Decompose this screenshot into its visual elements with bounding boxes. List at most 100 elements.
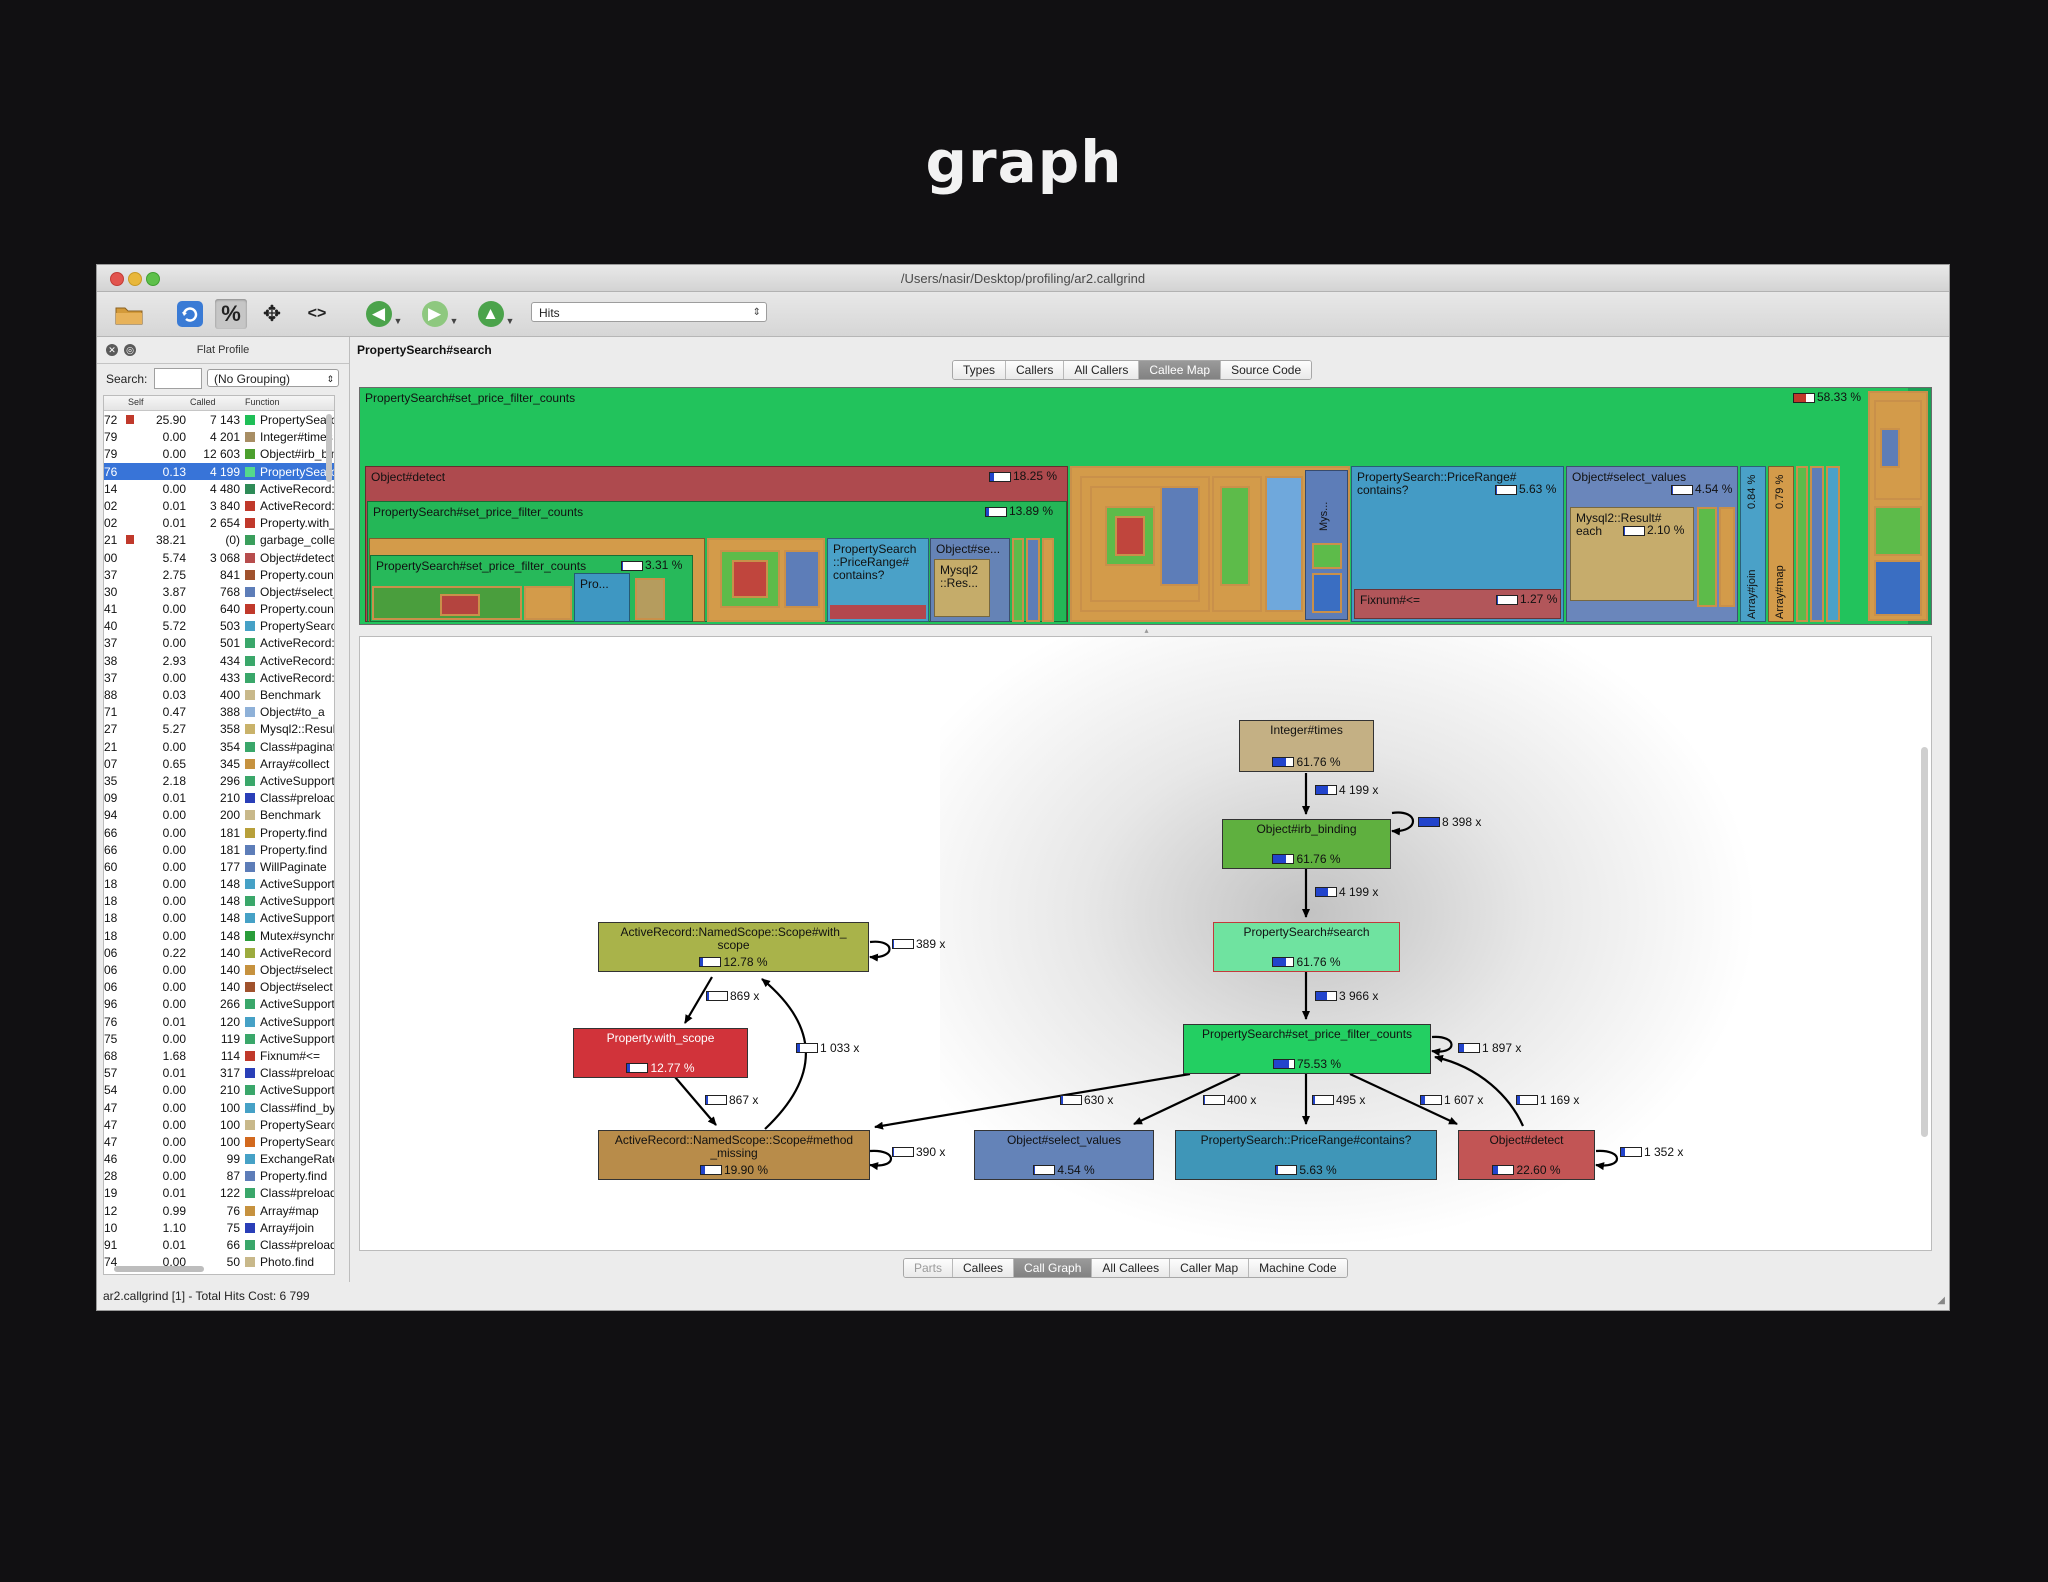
resize-grip-icon[interactable]: ◢ [1937, 1295, 1945, 1306]
edge-mm-self[interactable] [869, 1149, 892, 1171]
function-row[interactable]: 470.00100PropertySearch [104, 1116, 334, 1133]
tab-machine-code[interactable]: Machine Code [1249, 1259, 1347, 1277]
move-icon[interactable]: ✥ [262, 301, 282, 326]
tm-pro-block[interactable]: Pro... [574, 573, 630, 622]
called-column-header[interactable]: Called [190, 397, 216, 407]
tab-callee-map[interactable]: Callee Map [1139, 361, 1222, 379]
edge-pws-mm[interactable] [674, 1076, 717, 1126]
zoom-window-button[interactable] [146, 272, 160, 286]
function-column-header[interactable]: Function [245, 397, 280, 407]
node-named-scope-method-missing[interactable]: ActiveRecord::NamedScope::Scope#method _… [598, 1130, 870, 1180]
tab-types[interactable]: Types [953, 361, 1007, 379]
close-window-button[interactable] [110, 272, 124, 286]
vertical-scrollbar[interactable] [326, 414, 332, 482]
function-row[interactable]: 760.134 199PropertySearch#search [104, 462, 334, 480]
tab-callees[interactable]: Callees [953, 1259, 1015, 1277]
tm-objse-block[interactable]: Object#se... Mysql2 ::Res... [930, 538, 1010, 622]
edge-spfc-sv[interactable] [1133, 1073, 1241, 1125]
forward-button[interactable]: ▶▼ [419, 299, 461, 329]
tm-mysqleach-block[interactable]: Mysql2::Result# each 2.10 % [1570, 507, 1694, 601]
edge-spfc-mm[interactable] [874, 1072, 1191, 1130]
node-price-range-contains[interactable]: PropertySearch::PriceRange#contains?5.63… [1175, 1130, 1437, 1180]
tm-pricerange-block[interactable]: PropertySearch::PriceRange# contains? 5.… [1351, 466, 1564, 622]
edge-detect-self[interactable] [1595, 1149, 1618, 1171]
tab-callers[interactable]: Callers [1006, 361, 1065, 379]
function-row[interactable]: 470.00100PropertySearch [104, 1133, 334, 1150]
tab-all-callees[interactable]: All Callees [1092, 1259, 1171, 1277]
tm-mysql-small-block[interactable]: Mysql2 ::Res... [934, 559, 990, 617]
code-toggle-button[interactable]: <> [307, 305, 327, 322]
float-panel-icon[interactable]: ◎ [124, 344, 136, 356]
graph-vertical-scrollbar[interactable] [1921, 747, 1928, 1137]
tm-mys-block[interactable]: Mys... [1305, 470, 1348, 620]
edge-irb-self[interactable] [1391, 811, 1414, 836]
function-row[interactable]: 405.72503PropertySearch::PriceRange [104, 617, 334, 634]
tab-parts[interactable]: Parts [904, 1259, 954, 1277]
close-panel-icon[interactable]: ✕ [106, 344, 118, 356]
self-column-header[interactable]: Self [128, 397, 144, 407]
relative-percent-toggle[interactable]: % [215, 299, 247, 329]
tm-arrayjoin-block[interactable]: Array#join 0.84 % [1740, 466, 1766, 622]
tm-selectvalues-block[interactable]: Object#select_values 4.54 % Mysql2::Resu… [1566, 466, 1738, 622]
reload-button[interactable] [173, 299, 207, 329]
grouping-select[interactable]: (No Grouping)⇕ [207, 369, 339, 387]
open-folder-button[interactable] [111, 299, 147, 329]
tab-caller-map[interactable]: Caller Map [1170, 1259, 1250, 1277]
tm-pricerange-small-block[interactable]: PropertySearch ::PriceRange# contains? [827, 538, 929, 622]
tm-fixnum-block[interactable]: Fixnum#<= 1.27 % [1354, 589, 1561, 619]
tab-all-callers[interactable]: All Callers [1064, 361, 1140, 379]
horizontal-scrollbar[interactable] [114, 1266, 204, 1272]
tm-arraymap-block[interactable]: Array#map 0.79 % [1768, 466, 1794, 622]
edge-ws-self[interactable] [869, 940, 891, 962]
edge-spfc-self[interactable] [1431, 1035, 1453, 1057]
up-button[interactable]: ▲▼ [475, 299, 517, 329]
callee-map[interactable]: PropertySearch#set_price_filter_counts 5… [359, 387, 1932, 625]
tab-call-graph[interactable]: Call Graph [1014, 1259, 1093, 1277]
view-splitter[interactable]: ▴ [359, 625, 1930, 635]
